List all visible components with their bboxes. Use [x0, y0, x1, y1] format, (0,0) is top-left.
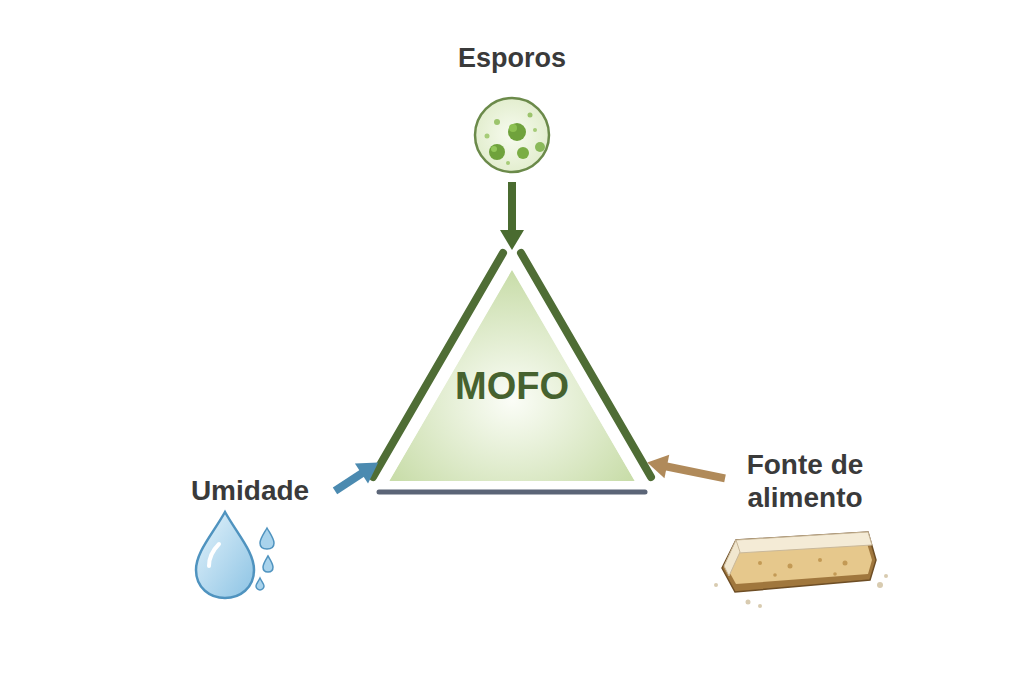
- spores-icon: [475, 98, 549, 172]
- arrow-connector: [647, 455, 725, 479]
- node-label: Umidade: [165, 474, 335, 508]
- moisture-node: Umidade: [165, 470, 335, 600]
- food-icon: [714, 532, 888, 608]
- spores-node: Esporos: [452, 42, 572, 182]
- connector-line: [663, 466, 725, 479]
- node-label: Fonte de alimento: [712, 448, 898, 514]
- connector-line: [335, 471, 365, 490]
- mold-triangle: MOFO: [365, 245, 659, 501]
- arrow-connector: [500, 182, 524, 250]
- node-label: MOFO: [365, 363, 659, 409]
- food-source-node: Fonte de alimento: [712, 448, 898, 600]
- arrow-head: [500, 230, 524, 250]
- water-drop-icon: [196, 512, 274, 598]
- connector-line: [508, 182, 516, 234]
- node-label: Esporos: [452, 42, 572, 74]
